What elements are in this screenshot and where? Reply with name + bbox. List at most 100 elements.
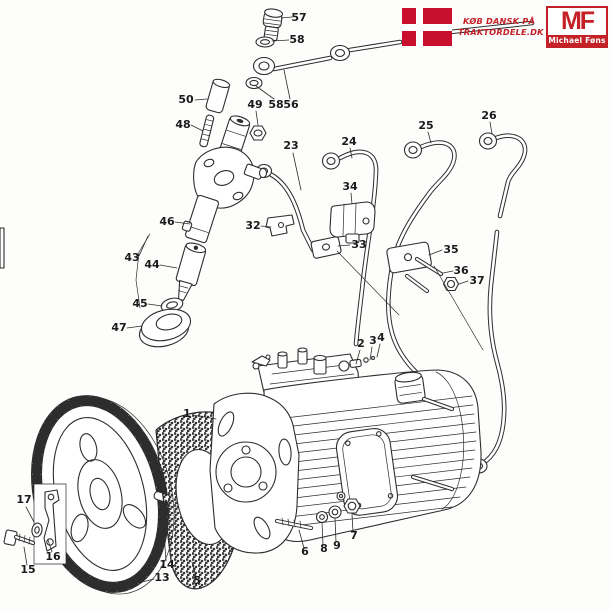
part-callout-35: 35 bbox=[443, 243, 458, 256]
part-callout-6: 6 bbox=[301, 545, 309, 558]
mounting-flange bbox=[209, 392, 300, 554]
head-boss bbox=[394, 371, 426, 404]
part-callout-48: 48 bbox=[175, 118, 190, 131]
gear-fixings bbox=[3, 483, 67, 565]
callout-leader-49 bbox=[255, 110, 259, 126]
part-callout-32: 32 bbox=[245, 219, 260, 232]
callout-leader-58 bbox=[255, 85, 275, 100]
callout-leader-33 bbox=[337, 244, 351, 247]
callout-leader-48 bbox=[190, 124, 204, 132]
callout-leader-32 bbox=[260, 225, 272, 228]
callout-leader-25 bbox=[427, 131, 432, 144]
scan-artifact bbox=[0, 227, 5, 269]
nut-49 bbox=[249, 125, 267, 141]
tagline-line1: KØB DANSK PÅ bbox=[463, 16, 535, 26]
brand-initials: MF bbox=[560, 7, 595, 35]
part-callout-36: 36 bbox=[453, 264, 469, 277]
pump-assembly bbox=[209, 347, 482, 554]
callout-leader-8 bbox=[321, 521, 324, 546]
fitting-2-3-4 bbox=[338, 355, 376, 372]
callout-leader-16 bbox=[47, 539, 53, 553]
callout-leader-14 bbox=[161, 504, 167, 562]
callout-leader-24 bbox=[349, 147, 353, 159]
part-callout-34: 34 bbox=[342, 180, 358, 193]
part-callout-2: 2 bbox=[357, 337, 365, 350]
part-callout-46: 46 bbox=[159, 215, 175, 228]
part-callout-58: 58 bbox=[268, 98, 283, 111]
brand-logo: MF Michael Føns bbox=[546, 6, 608, 48]
part-callout-57: 57 bbox=[291, 11, 306, 24]
callout-leader-58 bbox=[271, 39, 290, 42]
banjo-washer-2 bbox=[245, 76, 263, 90]
callout-leader-7 bbox=[351, 513, 354, 533]
part-callout-5: 5 bbox=[193, 574, 201, 587]
lock-plate-16 bbox=[43, 489, 60, 552]
callout-leader-4 bbox=[376, 343, 381, 358]
part-callout-1: 1 bbox=[183, 407, 191, 420]
bolt-15 bbox=[3, 529, 36, 546]
part-callout-16: 16 bbox=[45, 550, 61, 563]
part-callout-14: 14 bbox=[159, 558, 175, 571]
nut-7 bbox=[343, 498, 361, 514]
drive-gear-13 bbox=[30, 395, 175, 595]
callout-leader-6 bbox=[298, 529, 305, 549]
callout-leader-36 bbox=[442, 270, 454, 274]
injector-assembly bbox=[135, 78, 268, 348]
stud-48 bbox=[199, 114, 215, 148]
callout-leader-23 bbox=[292, 152, 302, 191]
part-callout-44: 44 bbox=[144, 258, 160, 271]
stud-6 bbox=[274, 517, 314, 531]
callout-leader-26 bbox=[489, 121, 493, 135]
part-callout-24: 24 bbox=[341, 135, 357, 148]
callout-leader-46 bbox=[174, 221, 191, 225]
callout-leader-34 bbox=[350, 192, 353, 205]
callout-leader-15 bbox=[23, 546, 28, 566]
danish-flag-icon bbox=[402, 8, 452, 46]
pipe-clamps bbox=[265, 201, 484, 351]
clamp-34 bbox=[329, 201, 376, 244]
part-callout-47: 47 bbox=[111, 321, 126, 334]
part-callout-13: 13 bbox=[154, 571, 169, 584]
part-callout-25: 25 bbox=[418, 119, 433, 132]
callout-leader-45 bbox=[147, 303, 163, 307]
nut-37 bbox=[442, 276, 460, 292]
callout-leader-2 bbox=[355, 349, 361, 365]
part-callout-26: 26 bbox=[481, 109, 497, 122]
callout-leader-44 bbox=[159, 264, 178, 269]
clamp-32 bbox=[265, 214, 295, 237]
cap-50 bbox=[205, 78, 231, 114]
callout-leader-43 bbox=[138, 235, 149, 257]
part-callout-4: 4 bbox=[377, 331, 385, 344]
part-callout-37: 37 bbox=[469, 274, 484, 287]
callout-leader-57 bbox=[280, 16, 293, 19]
callout-leader-3 bbox=[369, 346, 373, 361]
seal-47 bbox=[138, 308, 192, 348]
callout-leader-37 bbox=[458, 280, 469, 285]
part-callout-58: 58 bbox=[289, 33, 304, 46]
banjo-bolt bbox=[262, 8, 284, 42]
callout-leader-13 bbox=[109, 578, 155, 591]
part-callout-56: 56 bbox=[283, 98, 299, 111]
callout-leader-1 bbox=[192, 414, 217, 420]
part-callout-8: 8 bbox=[320, 542, 328, 555]
part-callout-50: 50 bbox=[178, 93, 194, 106]
side-cover bbox=[335, 428, 399, 516]
clamp-plate-35 bbox=[386, 241, 432, 274]
callout-leader-35 bbox=[428, 249, 443, 256]
callout-leader-5 bbox=[191, 561, 197, 577]
washer-8 bbox=[315, 510, 329, 524]
part-callout-33: 33 bbox=[351, 238, 366, 251]
nozzle-44 bbox=[175, 242, 207, 301]
washer-45 bbox=[160, 297, 184, 313]
brand-name: Michael Føns bbox=[548, 35, 606, 46]
part-callout-23: 23 bbox=[283, 139, 298, 152]
banjo-washer bbox=[255, 36, 275, 48]
part-callout-49: 49 bbox=[247, 98, 262, 111]
callout-leader-9 bbox=[334, 517, 337, 543]
part-callout-43: 43 bbox=[124, 251, 139, 264]
part-callout-7: 7 bbox=[350, 529, 358, 542]
tagline: KØB DANSK PÅ TRAKTORDELE.DK bbox=[458, 16, 543, 38]
part-callout-9: 9 bbox=[333, 539, 341, 552]
